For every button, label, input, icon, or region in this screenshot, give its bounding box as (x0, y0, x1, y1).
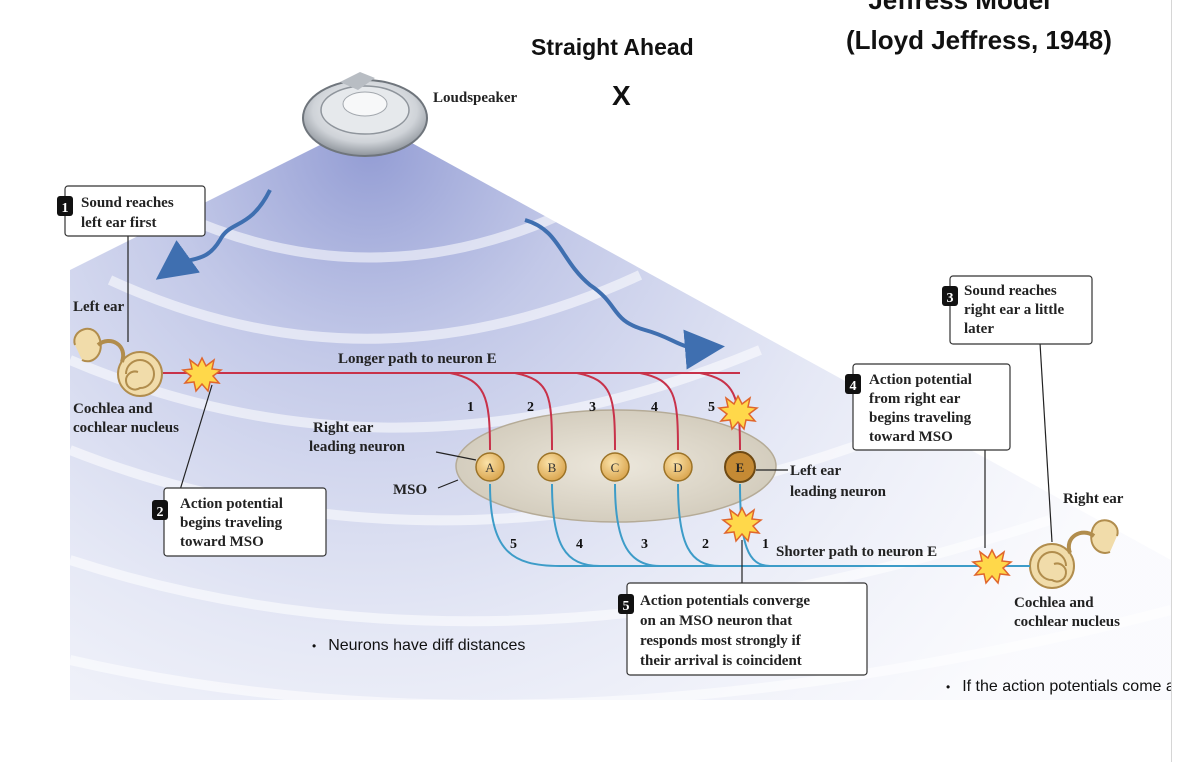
svg-text:Action potential: Action potential (869, 372, 972, 388)
spike-left-icon (181, 356, 223, 393)
neuron-a (475, 452, 505, 482)
longer-path (163, 372, 741, 451)
spike-e-bottom-icon (721, 506, 763, 543)
bottom-num-5: 5 (510, 537, 517, 552)
leader-lines (127, 235, 1053, 583)
neuron-a-label: A (485, 460, 495, 475)
subtitle: Straight Ahead (531, 34, 694, 60)
callout-2: 2 Action potential begins traveling towa… (152, 487, 327, 557)
right-ear-cochlea-icon (1029, 519, 1119, 589)
top-num-2: 2 (527, 400, 534, 415)
spike-right-icon (971, 548, 1013, 585)
svg-text:responds most strongly if: responds most strongly if (640, 633, 802, 649)
neuron-e (724, 451, 756, 483)
bullet-action-potentials-text: If the action potentials come a (962, 678, 1171, 695)
svg-text:2: 2 (157, 505, 164, 520)
svg-text:on an MSO neuron that: on an MSO neuron that (640, 613, 792, 629)
neuron-c-label: C (611, 460, 620, 475)
bullet-dot-icon: • (946, 680, 951, 694)
straight-ahead-marker: X (612, 80, 631, 111)
neuron-row: A B C D E (475, 451, 756, 483)
bullet-dot-icon: • (312, 639, 317, 653)
svg-text:Sound reaches: Sound reaches (81, 195, 174, 211)
svg-text:3: 3 (947, 291, 954, 306)
shorter-path (489, 483, 1030, 567)
callout-3: 3 Sound reaches right ear a little later (942, 275, 1093, 345)
top-num-1: 1 (467, 400, 474, 415)
neuron-b-label: B (548, 460, 557, 475)
page-edge-divider (1171, 0, 1172, 762)
bottom-num-2: 2 (702, 537, 709, 552)
mso-label: MSO (393, 482, 427, 498)
svg-text:from right ear: from right ear (869, 391, 961, 407)
svg-text:begins traveling: begins traveling (869, 410, 972, 426)
right-leading-label-1: Right ear (313, 420, 374, 436)
svg-text:their arrival is coincident: their arrival is coincident (640, 653, 802, 669)
svg-text:later: later (964, 321, 994, 337)
neuron-b (537, 452, 567, 482)
callout-4: 4 Action potential from right ear begins… (845, 363, 1011, 451)
left-leading-label-2: leading neuron (790, 484, 887, 500)
callout-1: 1 Sound reaches left ear first (57, 185, 206, 237)
svg-text:toward MSO: toward MSO (869, 429, 953, 445)
sound-arrow-right (524, 218, 725, 370)
left-ear-cochlea-icon (73, 327, 163, 397)
svg-text:Action potential: Action potential (180, 496, 283, 512)
loudspeaker-icon (302, 72, 428, 157)
neuron-d (663, 452, 693, 482)
longer-path-label: Longer path to neuron E (338, 351, 497, 367)
bullet-neurons-text: Neurons have diff distances (328, 637, 526, 654)
svg-text:right ear a little: right ear a little (964, 302, 1064, 318)
svg-text:4: 4 (850, 379, 857, 394)
shorter-path-label: Shorter path to neuron E (776, 544, 937, 560)
spike-e-top-icon (717, 394, 759, 431)
sound-arrow-left (155, 189, 272, 280)
svg-text:1: 1 (62, 201, 69, 216)
svg-text:Sound reaches: Sound reaches (964, 283, 1057, 299)
bottom-num-1: 1 (762, 537, 769, 552)
loudspeaker-label: Loudspeaker (433, 90, 518, 106)
svg-text:Action potentials converge: Action potentials converge (640, 593, 810, 609)
bullet-neurons: • Neurons have diff distances (312, 637, 525, 655)
right-leading-label-2: leading neuron (309, 439, 406, 455)
title-line-2: (Lloyd Jeffress, 1948) (846, 25, 1112, 55)
neuron-c (600, 452, 630, 482)
cochlea-right-label-2: cochlear nucleus (1014, 614, 1120, 630)
title-line-1: "Jeffress Model" (856, 0, 1063, 15)
svg-text:left ear first: left ear first (81, 215, 157, 231)
callout-5: 5 Action potentials converge on an MSO n… (618, 582, 868, 676)
top-num-5: 5 (708, 400, 715, 415)
neuron-d-label: D (673, 460, 682, 475)
bottom-num-3: 3 (641, 537, 648, 552)
svg-text:begins traveling: begins traveling (180, 515, 283, 531)
bottom-num-4: 4 (576, 537, 583, 552)
top-num-4: 4 (651, 400, 658, 415)
cochlea-right-label-1: Cochlea and (1014, 595, 1094, 611)
left-ear-label: Left ear (73, 299, 125, 315)
left-leading-label-1: Left ear (790, 463, 842, 479)
top-num-3: 3 (589, 400, 596, 415)
cochlea-left-label-1: Cochlea and (73, 401, 153, 417)
neuron-e-label: E (736, 460, 745, 475)
svg-text:toward MSO: toward MSO (180, 534, 264, 550)
right-ear-label: Right ear (1063, 491, 1124, 507)
cochlea-left-label-2: cochlear nucleus (73, 420, 179, 436)
svg-text:5: 5 (623, 599, 630, 614)
bullet-action-potentials: • If the action potentials come a (946, 678, 1171, 696)
